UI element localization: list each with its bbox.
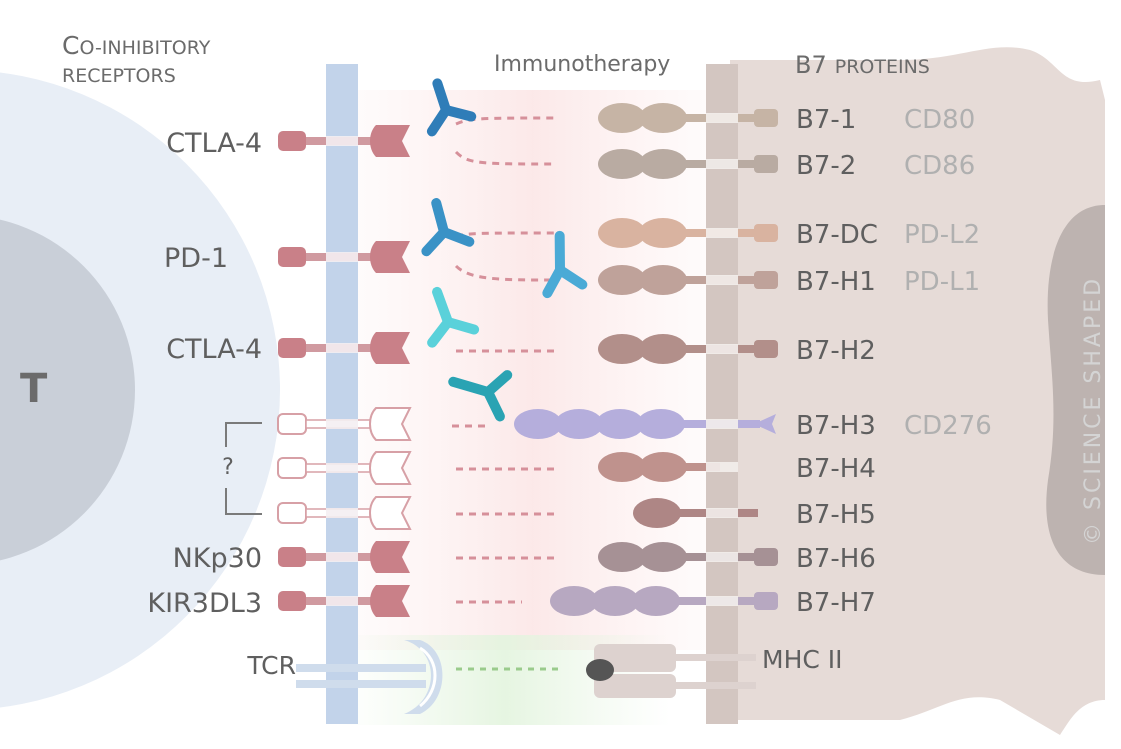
immunotherapy-heading: Immunotherapy — [494, 52, 670, 77]
receptor-5 — [277, 496, 412, 530]
ligand-b7-h3: B7-H3 CD276 — [514, 409, 992, 441]
receptors-heading: RECEPTORS — [62, 65, 176, 87]
watermark: © SCIENCE SHAPED — [1081, 276, 1106, 545]
ligand-b7-1: B7-1 CD80 — [598, 103, 975, 135]
receptor-1 — [278, 241, 410, 273]
receptor-label-ctla4: CTLA-4 — [166, 128, 262, 159]
antibody-anti-pdl1 — [542, 230, 588, 299]
ligand-name-b7-2: B7-2 — [796, 151, 856, 181]
ligand-alias-cd86: CD86 — [904, 151, 975, 181]
ligand-name-b7-h4: B7-H4 — [796, 454, 876, 484]
tcr-label: TCR — [246, 651, 296, 680]
t-cell-label: T — [20, 366, 48, 412]
ligand-name-b7-1: B7-1 — [796, 105, 856, 135]
antibody-anti-b7h3 — [448, 370, 513, 422]
receptor-2 — [278, 332, 410, 364]
interaction-link-3 — [454, 264, 557, 282]
receptor-7 — [278, 585, 410, 617]
mhc-ii-label: MHC II — [762, 645, 843, 674]
t-cell-nucleus — [0, 219, 135, 561]
receptor-group — [277, 125, 412, 617]
receptor-0 — [278, 125, 410, 157]
apc-inner-region — [1046, 205, 1105, 575]
ligand-alias-cd276: CD276 — [904, 411, 992, 441]
ligand-name-b7-h5: B7-H5 — [796, 500, 876, 530]
ligand-name-b7-h7: B7-H7 — [796, 588, 876, 618]
ligand-name-b7-dc: B7-DC — [796, 220, 878, 250]
antibody-anti-ctla4 — [426, 78, 477, 137]
ligand-name-b7-h2: B7-H2 — [796, 336, 876, 366]
receptor-label-kir3dl3: KIR3DL3 — [147, 588, 262, 619]
t-cell-membrane — [326, 64, 358, 724]
ligand-alias-pd-l1: PD-L1 — [904, 267, 980, 297]
ligand-b7-h4: B7-H4 — [598, 452, 876, 484]
apc-membrane — [706, 64, 738, 724]
antibody-anti-pd1 — [421, 198, 475, 257]
unknown-receptor-bracket — [225, 422, 262, 515]
unknown-receptor-marker: ? — [222, 455, 234, 480]
ligand-b7-h6: B7-H6 — [598, 542, 876, 574]
ligand-b7-dc: B7-DC PD-L2 — [598, 218, 980, 250]
ligand-b7-2: B7-2 CD86 — [598, 149, 975, 181]
apc-cell-body — [730, 47, 1105, 735]
receptor-4 — [277, 451, 412, 485]
receptor-label-ctla4-second: CTLA-4 — [166, 334, 262, 365]
ligand-alias-pd-l2: PD-L2 — [904, 220, 980, 250]
ligand-name-b7-h6: B7-H6 — [796, 544, 876, 574]
interaction-link-0 — [455, 116, 557, 126]
ligand-b7-h7: B7-H7 — [550, 586, 876, 618]
receptor-label-nkp30: NKp30 — [173, 543, 262, 574]
mhc-peptide — [586, 659, 614, 681]
receptor-3 — [277, 407, 412, 441]
ligand-b7-h1: B7-H1 PD-L1 — [598, 265, 980, 297]
antibody-anti-ctla4-light — [427, 286, 480, 348]
coinhibitory-receptors-heading: CO-INHIBITORY — [62, 31, 211, 60]
ligand-name-b7-h1: B7-H1 — [796, 267, 876, 297]
mhc-ii-complex — [586, 644, 756, 698]
receptor-label-pd1: PD-1 — [164, 243, 228, 274]
tcr-receptor — [296, 640, 443, 714]
t-cell-body — [0, 72, 280, 708]
interaction-link-1 — [454, 150, 557, 166]
ligand-b7-h5: B7-H5 — [633, 498, 876, 530]
ligand-alias-cd80: CD80 — [904, 105, 975, 135]
receptor-6 — [278, 541, 410, 573]
ligand-name-b7-h3: B7-H3 — [796, 411, 876, 441]
ligand-b7-h2: B7-H2 — [598, 334, 876, 366]
